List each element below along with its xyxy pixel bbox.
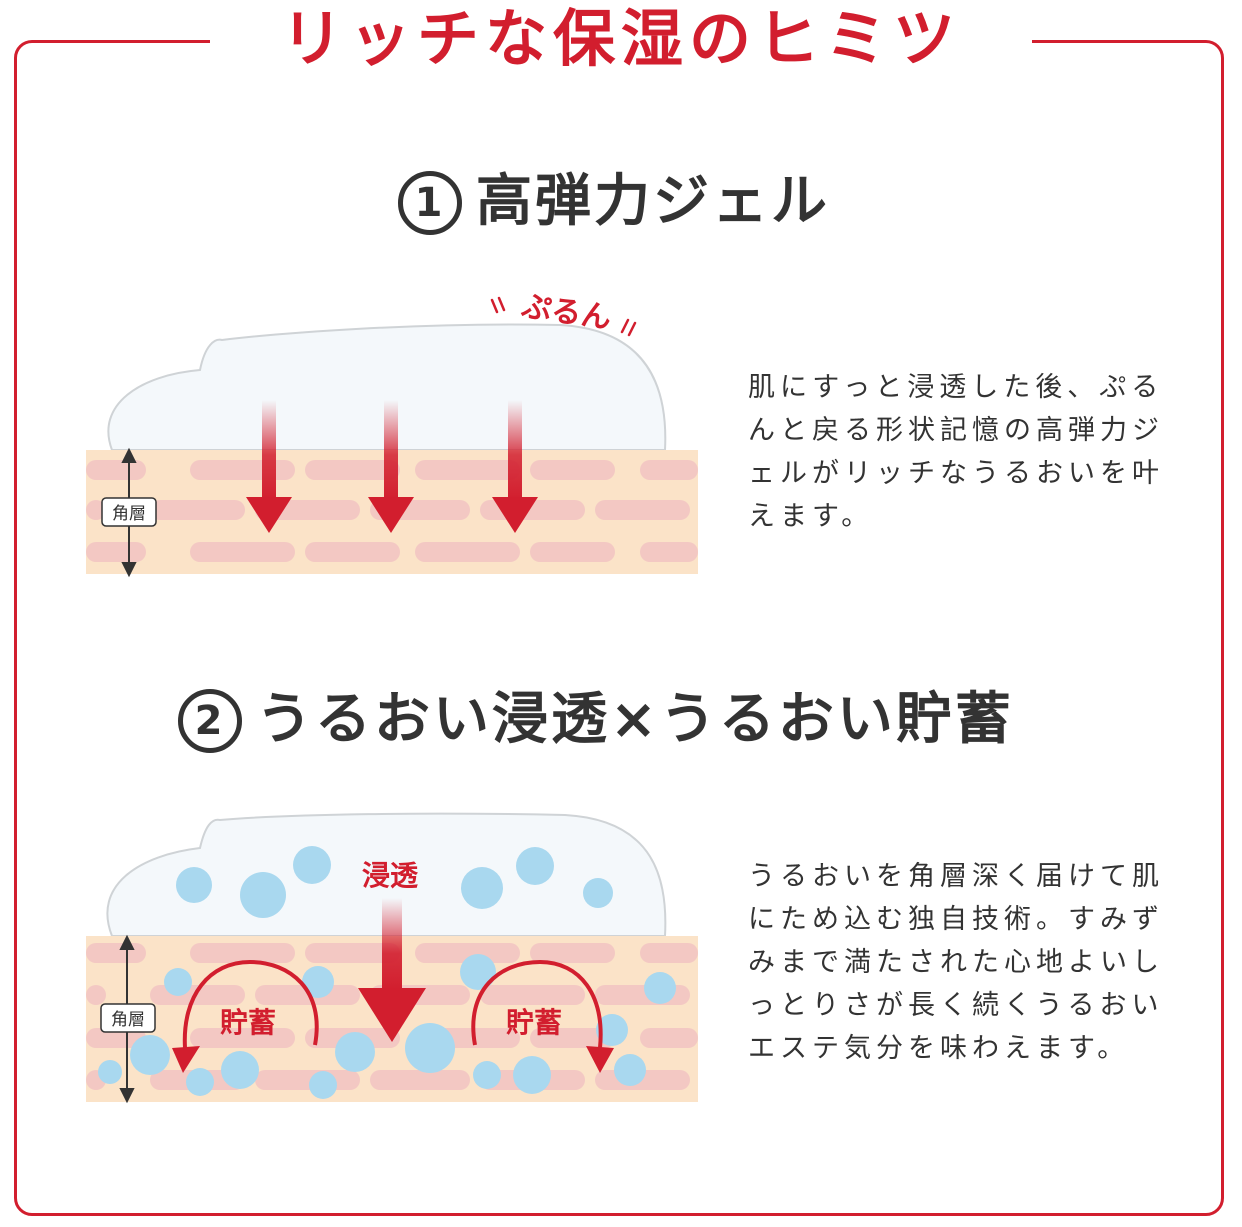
bounce-marks [490, 296, 637, 337]
storage-label-left: 貯蓄 [220, 1006, 276, 1039]
section2-illustration: 浸透 貯蓄 貯蓄 角層 [86, 812, 698, 1104]
main-title: リッチな保湿のヒミツ [210, 0, 1032, 78]
section2-number-badge: 2 [178, 689, 242, 753]
moisture-droplets [98, 846, 676, 1099]
storage-label-right: 貯蓄 [506, 1006, 562, 1039]
skin-cells [86, 460, 698, 562]
gel-blob [107, 323, 667, 451]
layer-label: 角層 [112, 504, 146, 524]
layer-label: 角層 [111, 1010, 145, 1030]
storage-arrow-left [182, 959, 319, 1049]
section1-illustration: ぷるん 角層 [86, 289, 698, 578]
storage-arrow-right [471, 959, 603, 1049]
section2-title-text: うるおい浸透×うるおい貯蓄 [256, 687, 1014, 752]
penetration-arrow [358, 988, 426, 1042]
section1-title-text: 高弾力ジェル [476, 169, 830, 234]
section1-description: 肌にすっと浸透した後、ぷるんと戻る形状記憶の高弾力ジェルがリッチなうるおいを叶え… [748, 372, 1164, 532]
penetration-label: 浸透 [362, 859, 419, 892]
section1-number-badge: 1 [398, 171, 462, 235]
section2-description: うるおいを角層深く届けて肌にため込む独自技術。すみずみまで満たされた心地よいしっ… [748, 861, 1164, 1064]
penetration-arrows [246, 400, 538, 533]
